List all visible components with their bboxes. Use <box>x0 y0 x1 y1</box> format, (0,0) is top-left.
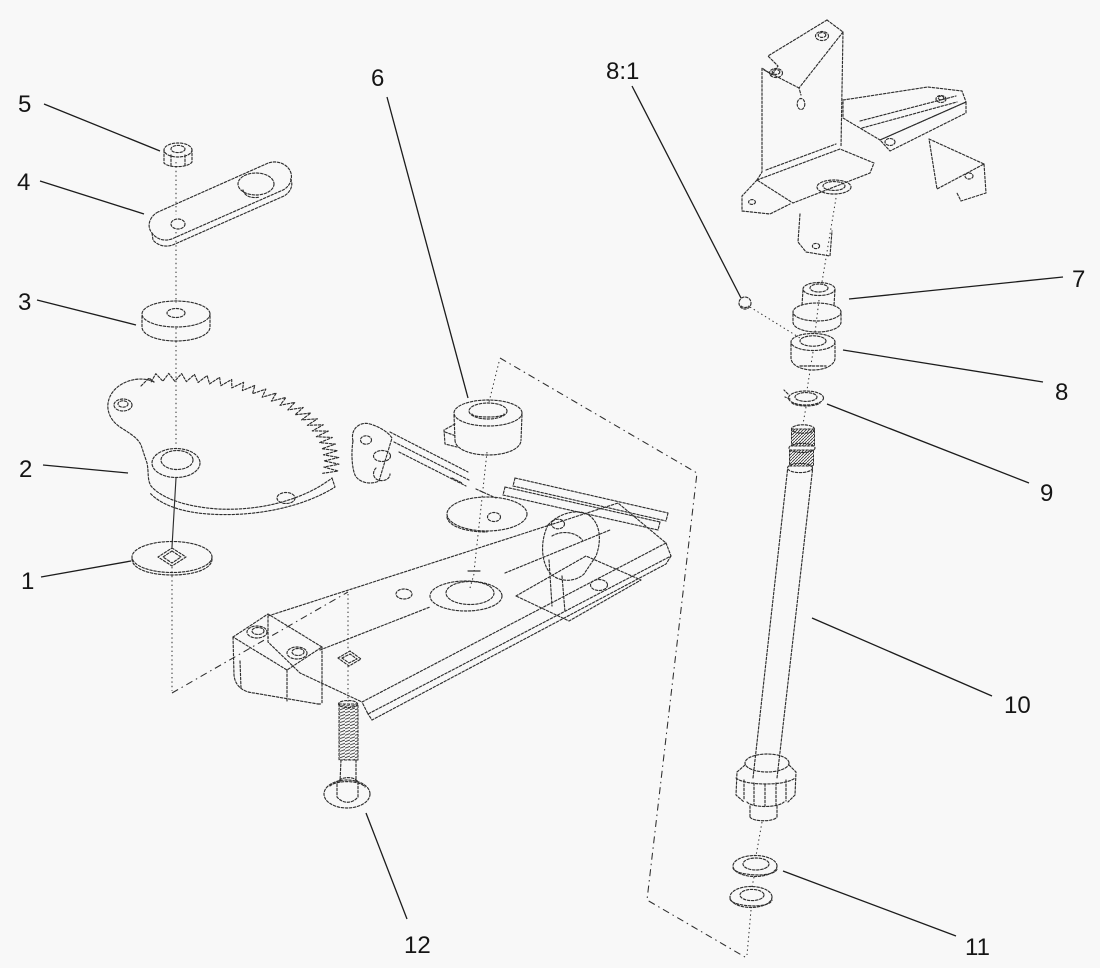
support-bracket <box>741 19 987 257</box>
callout-label-11: 11 <box>965 934 990 961</box>
callout-label-5: 5 <box>18 91 31 118</box>
callout-label-2: 2 <box>19 456 32 483</box>
lower-bushing <box>790 332 836 371</box>
thrust-washers <box>729 854 778 909</box>
retaining-washer <box>783 389 825 407</box>
sector-gear <box>107 372 340 516</box>
leader-2 <box>42 464 129 474</box>
callout-label-4: 4 <box>17 169 30 196</box>
steel-ball <box>738 296 752 310</box>
callout-label-10: 10 <box>1004 692 1031 719</box>
leader-4 <box>39 180 145 215</box>
leader-8-1 <box>631 85 742 299</box>
callout-label-8: 8 <box>1055 379 1068 406</box>
column-bushing <box>443 399 523 456</box>
callout-label-3: 3 <box>18 289 31 316</box>
leader-11 <box>782 870 957 937</box>
hex-nut <box>163 142 193 168</box>
callout-label-9: 9 <box>1040 480 1053 507</box>
callout-label-6: 6 <box>371 65 384 92</box>
callout-label-7: 7 <box>1072 266 1085 293</box>
callout-label-8-1: 8:1 <box>606 58 639 85</box>
callout-labels: 5 4 3 2 1 6 8:1 7 8 9 10 11 12 <box>17 58 1085 961</box>
leader-5 <box>43 103 161 152</box>
steering-shaft <box>735 424 816 822</box>
leader-9 <box>826 403 1030 484</box>
leader-10 <box>811 617 993 697</box>
lock-plate <box>148 161 293 247</box>
upper-flange-bushing <box>792 281 842 333</box>
callout-label-12: 12 <box>404 932 431 959</box>
steering-arm <box>351 422 669 622</box>
frame-base-plate <box>267 502 672 721</box>
square-hole-washer <box>131 540 213 576</box>
leader-3 <box>36 299 137 326</box>
leader-7 <box>848 276 1064 300</box>
carriage-bolt <box>323 699 371 809</box>
center-lines <box>171 162 837 956</box>
left-mount-bracket <box>232 613 323 705</box>
spacer-bushing <box>141 300 211 342</box>
leader-8 <box>842 349 1044 383</box>
leader-12 <box>365 812 408 920</box>
leader-lines <box>36 85 1064 937</box>
leader-6 <box>386 96 469 399</box>
callout-label-1: 1 <box>21 568 34 595</box>
reference-plane <box>171 357 746 958</box>
leader-1 <box>40 560 132 578</box>
